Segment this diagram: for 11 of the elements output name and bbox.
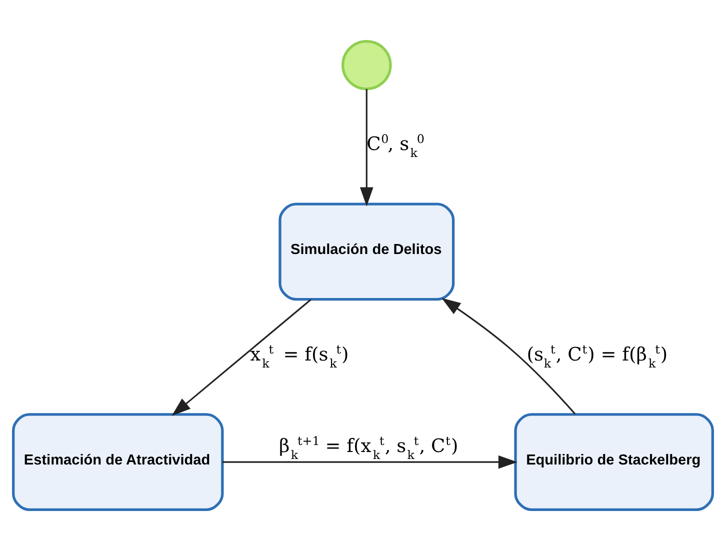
- edge-label: (s$_{k}$$^{t}$, C$^{t}$) = f(β$_{k}$$^{t}$): [526, 342, 668, 370]
- arrow: [172, 298, 312, 416]
- edge-label: β$_{k}$$^{t+1}$ = f(x$_{k}$$^{t}$, s$_{k}$$^{t}$, C$^{t}$): [278, 433, 458, 462]
- node-circle: [342, 39, 392, 90]
- edge-label: x$_{k}$$^{t}$ = f(s$_{k}$$^{t}$): [250, 342, 349, 370]
- node-box: Estimación de Atractividad: [12, 412, 224, 511]
- node-box: Equilibrio de Stackelberg: [514, 412, 714, 511]
- arrow: [442, 298, 576, 414]
- node-box: Simulación de Delitos: [278, 202, 455, 300]
- arrow: [222, 454, 518, 468]
- arrow: [360, 88, 374, 206]
